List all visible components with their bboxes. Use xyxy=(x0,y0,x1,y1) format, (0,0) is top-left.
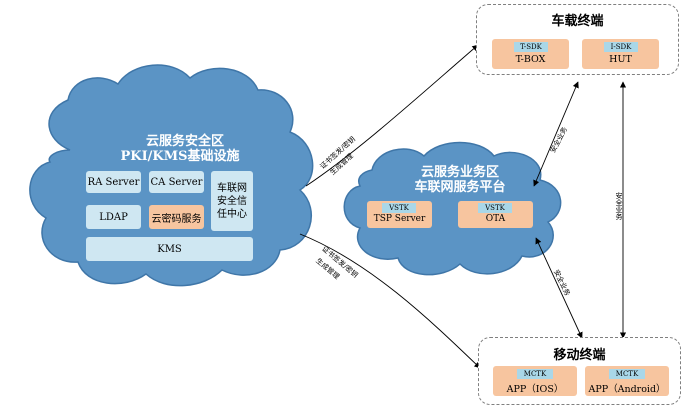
tbox-module: T-SDK T-BOX xyxy=(492,39,569,69)
mobile-terminal-panel: 移动终端 MCTK APP（IOS） MCTK APP（Android） xyxy=(478,337,681,405)
mobile-terminal-title: 移动终端 xyxy=(553,348,606,363)
hut-sdk-tag: I-SDK xyxy=(604,42,638,52)
security-zone-subtitle: PKI/KMS基础设施 xyxy=(120,149,240,164)
tbox-label: T-BOX xyxy=(515,54,546,65)
hut-label: HUT xyxy=(609,54,632,65)
ios-sdk-tag: MCTK xyxy=(517,369,553,379)
business-cloud-shape xyxy=(343,141,562,276)
edge-label-hut-mobile: 安全业务 xyxy=(615,192,623,220)
vehicle-terminal-panel: 车载终端 T-SDK T-BOX I-SDK HUT xyxy=(476,4,679,75)
security-zone-title: 云服务安全区 xyxy=(145,134,224,149)
arrow-ota-vehicle xyxy=(533,81,579,187)
ios-app-label: APP（IOS） xyxy=(506,384,564,395)
tsp-server-module: VSTK TSP Server xyxy=(367,201,432,228)
android-sdk-tag: MCTK xyxy=(609,369,645,379)
vehicle-terminal-title: 车载终端 xyxy=(551,14,604,29)
android-app-label: APP（Android） xyxy=(588,384,666,395)
ios-app-module: MCTK APP（IOS） xyxy=(493,366,577,396)
ldap-box: LDAP xyxy=(86,205,141,229)
arrow-ota-mobile xyxy=(535,237,583,339)
ra-server-box: RA Server xyxy=(86,171,141,193)
kms-box: KMS xyxy=(86,237,253,261)
trust-center-box: 车联网安全信任中心 xyxy=(211,171,253,231)
tsp-sdk-tag: VSTK xyxy=(382,203,416,213)
ota-module: VSTK OTA xyxy=(458,201,533,228)
ca-server-box: CA Server xyxy=(149,171,204,193)
tbox-sdk-tag: T-SDK xyxy=(514,42,548,52)
business-zone-subtitle: 车联网服务平台 xyxy=(414,180,506,195)
trust-center-label: 车联网安全信任中心 xyxy=(217,182,247,220)
crypto-service-box: 云密码服务 xyxy=(149,205,204,229)
hut-module: I-SDK HUT xyxy=(582,39,659,69)
ota-label: OTA xyxy=(485,214,506,224)
tsp-server-label: TSP Server xyxy=(373,214,426,224)
android-app-module: MCTK APP（Android） xyxy=(585,366,669,396)
business-zone-title: 云服务业务区 xyxy=(420,165,499,180)
ota-sdk-tag: VSTK xyxy=(478,203,512,213)
arrow-cloud-to-mobile xyxy=(299,233,481,369)
arrow-cloud-to-vehicle xyxy=(305,44,479,187)
